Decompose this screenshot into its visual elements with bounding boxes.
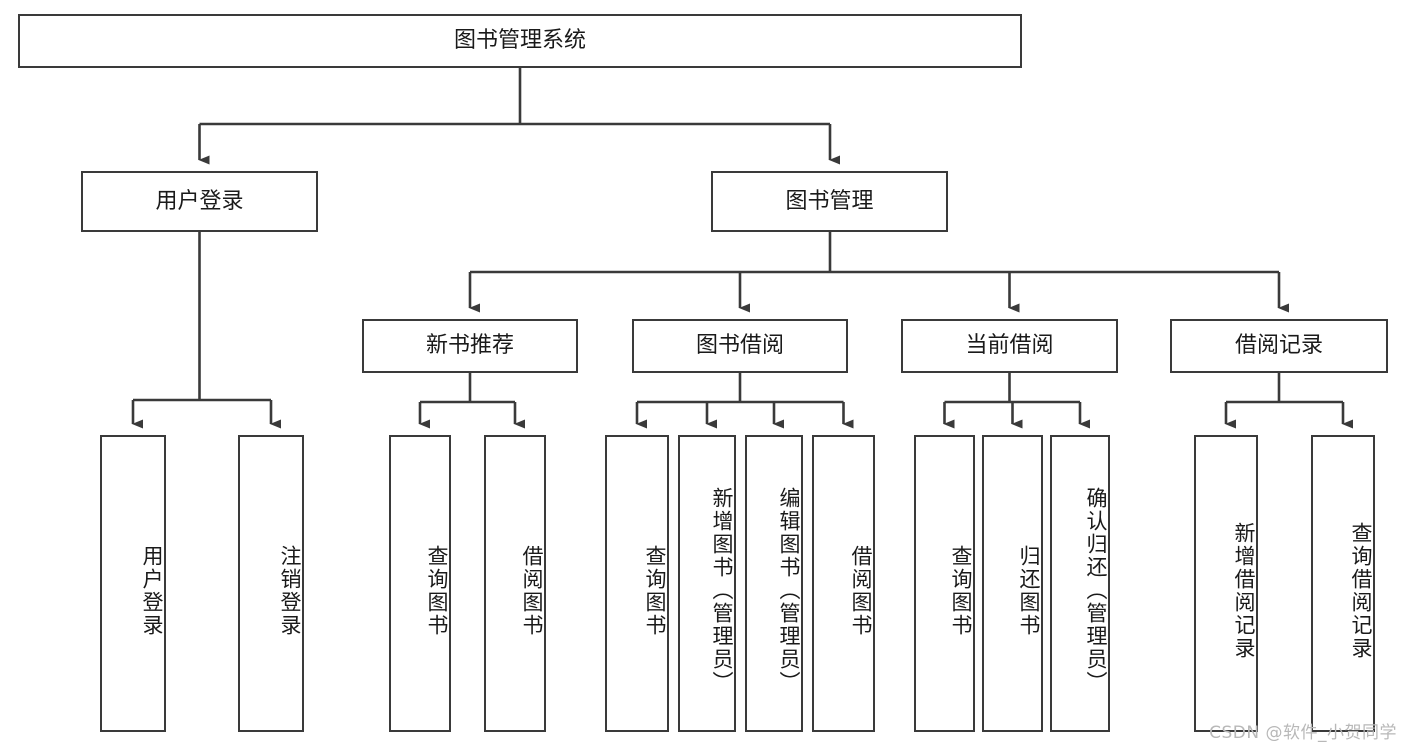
node-leaf-borrow-book-1[interactable]: 借阅图书 — [484, 435, 546, 732]
node-leaf-logout-label: 注销登录 — [278, 544, 302, 637]
node-leaf-add-record[interactable]: 新增借阅记录 — [1194, 435, 1258, 732]
node-borrow-record-label: 借阅记录 — [1234, 333, 1323, 359]
node-current-borrow[interactable]: 当前借阅 — [901, 319, 1118, 373]
node-leaf-user-login[interactable]: 用户登录 — [100, 435, 166, 732]
node-root[interactable]: 图书管理系统 — [18, 14, 1022, 68]
edge-group-borrow-record — [1224, 373, 1353, 429]
node-new-book-rec-label: 新书推荐 — [425, 333, 514, 359]
node-leaf-edit-book-label: 编辑图书（管理员） — [777, 487, 801, 694]
node-leaf-add-book[interactable]: 新增图书（管理员） — [678, 435, 736, 732]
node-book-borrow-label: 图书借阅 — [695, 333, 784, 359]
node-leaf-query-book-3-label: 查询图书 — [949, 544, 973, 637]
node-book-manage-label: 图书管理 — [785, 188, 874, 214]
edge-group-current-borrow — [943, 373, 1090, 429]
edge-group-user-login — [131, 232, 281, 429]
node-leaf-query-book-1[interactable]: 查询图书 — [389, 435, 451, 732]
node-leaf-add-record-label: 新增借阅记录 — [1232, 521, 1256, 660]
node-current-borrow-label: 当前借阅 — [965, 333, 1054, 359]
csdn-watermark: CSDN @软件_小贺同学 — [1209, 723, 1397, 743]
node-leaf-return-book[interactable]: 归还图书 — [982, 435, 1043, 732]
node-leaf-borrow-book-2[interactable]: 借阅图书 — [812, 435, 875, 732]
node-root-label: 图书管理系统 — [453, 28, 586, 54]
edge-group-book-borrow — [635, 373, 854, 429]
node-leaf-query-record[interactable]: 查询借阅记录 — [1311, 435, 1375, 732]
node-leaf-logout[interactable]: 注销登录 — [238, 435, 304, 732]
node-leaf-query-book-2[interactable]: 查询图书 — [605, 435, 669, 732]
node-user-login[interactable]: 用户登录 — [81, 171, 318, 232]
node-leaf-query-book-3[interactable]: 查询图书 — [914, 435, 975, 732]
node-leaf-add-book-label: 新增图书（管理员） — [710, 487, 734, 694]
node-leaf-borrow-book-2-label: 借阅图书 — [849, 544, 873, 637]
node-leaf-query-book-1-label: 查询图书 — [425, 544, 449, 637]
node-new-book-rec[interactable]: 新书推荐 — [362, 319, 578, 373]
node-book-manage[interactable]: 图书管理 — [711, 171, 948, 232]
edge-group-new-book-rec — [418, 373, 525, 429]
node-leaf-confirm-return[interactable]: 确认归还（管理员） — [1050, 435, 1110, 732]
node-leaf-user-login-label: 用户登录 — [140, 544, 164, 637]
node-book-borrow[interactable]: 图书借阅 — [632, 319, 848, 373]
node-leaf-edit-book[interactable]: 编辑图书（管理员） — [745, 435, 803, 732]
node-leaf-query-book-2-label: 查询图书 — [643, 544, 667, 637]
node-leaf-confirm-return-label: 确认归还（管理员） — [1084, 487, 1108, 694]
node-borrow-record[interactable]: 借阅记录 — [1170, 319, 1388, 373]
edge-group-book-manage — [468, 232, 1289, 313]
node-leaf-return-book-label: 归还图书 — [1017, 544, 1041, 637]
node-user-login-label: 用户登录 — [155, 188, 244, 214]
node-leaf-query-record-label: 查询借阅记录 — [1349, 521, 1373, 660]
edge-group-root — [198, 68, 840, 165]
node-leaf-borrow-book-1-label: 借阅图书 — [520, 544, 544, 637]
